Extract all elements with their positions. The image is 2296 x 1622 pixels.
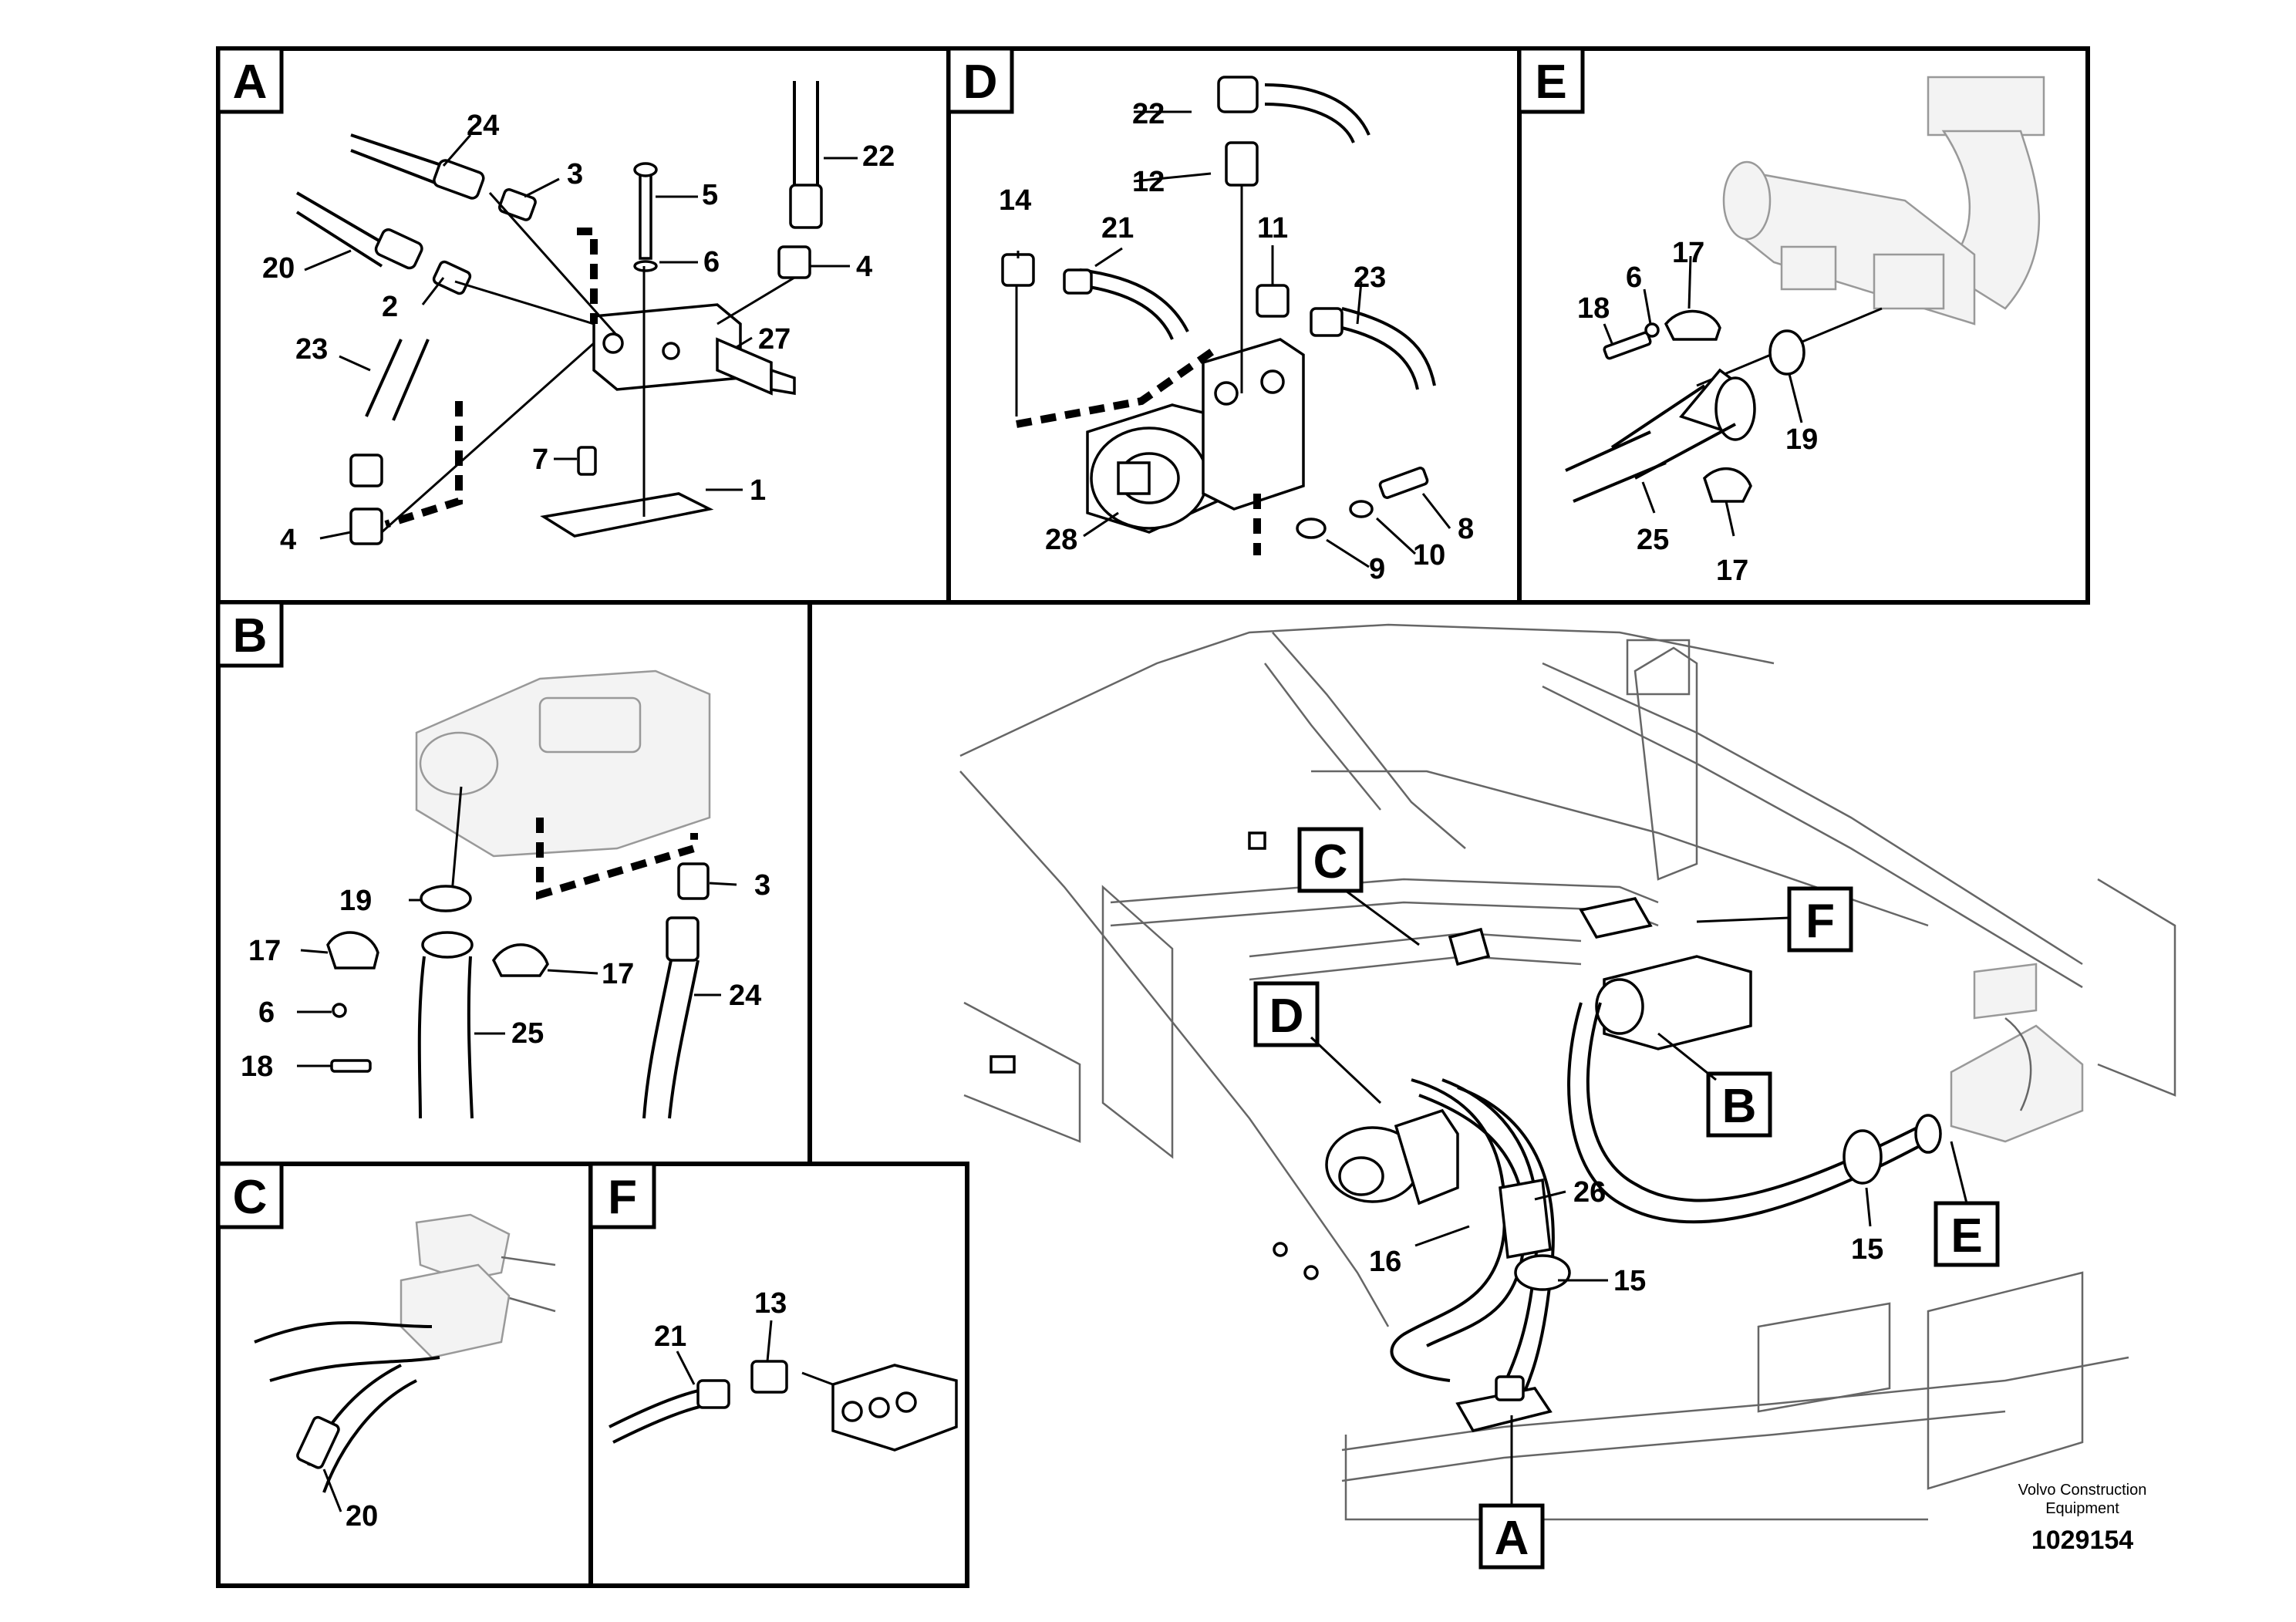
panel-f-callouts: 13 21 [654, 1287, 787, 1353]
panel-e-tag: E [1517, 46, 1585, 114]
panel-a-tag: A [216, 46, 284, 114]
callout-label: 25 [511, 1017, 544, 1050]
panel-f-frame [588, 1162, 969, 1588]
main-marker-e: E [1934, 1141, 2000, 1267]
svg-text:B: B [1722, 1080, 1757, 1133]
svg-text:D: D [963, 56, 998, 109]
callout-label: 17 [1716, 555, 1748, 587]
company-name-line2: Equipment [2045, 1500, 2119, 1517]
main-marker-b: B [1657, 1032, 1772, 1138]
callout-label: 3 [567, 158, 583, 191]
callout-label: 24 [729, 980, 761, 1012]
callout-label: 10 [1413, 539, 1445, 572]
callout-label: 22 [1132, 98, 1165, 130]
svg-text:E: E [1950, 1209, 1982, 1263]
panel-d-frame [946, 46, 1522, 605]
main-marker-d: D [1253, 981, 1382, 1104]
callout-label: 21 [1101, 212, 1134, 244]
svg-text:A: A [1495, 1512, 1529, 1565]
callout-label: 18 [241, 1050, 273, 1083]
main-assembly-drawing [959, 623, 2176, 1521]
svg-text:F: F [608, 1171, 637, 1224]
svg-text:D: D [1269, 990, 1304, 1043]
panel-e-callouts: 17 6 18 19 25 17 [1577, 237, 1818, 587]
panel-f-tag: F [588, 1162, 656, 1229]
callout-label: 6 [258, 996, 275, 1029]
panel-d-callouts: 22 12 14 21 11 23 28 8 9 10 [999, 98, 1474, 585]
callout-label: 7 [532, 443, 548, 476]
callout-label: 25 [1637, 524, 1669, 556]
callout-label: 27 [758, 323, 791, 356]
svg-text:A: A [233, 56, 268, 109]
main-marker-c: C [1297, 827, 1420, 946]
panel-e-frame [1517, 46, 2090, 605]
panel-c-drawing [254, 1213, 556, 1512]
panel-b-callouts: 19 3 17 17 24 6 25 18 [241, 869, 770, 1083]
callout-label: 18 [1577, 292, 1610, 325]
callout-label: 13 [754, 1287, 787, 1320]
callout-label: 28 [1045, 524, 1077, 556]
svg-text:C: C [1313, 835, 1348, 889]
callout-label: 11 [1257, 212, 1288, 244]
callout-label: 6 [1626, 261, 1642, 294]
callout-label: 12 [1132, 166, 1165, 198]
panel-d-drawing [1001, 76, 1451, 568]
callout-label: 15 [1851, 1233, 1883, 1266]
callout-label: 3 [754, 869, 770, 902]
panel-c-callouts: 20 [346, 1500, 378, 1533]
panel-d-tag: D [946, 46, 1014, 114]
callout-label: 23 [295, 333, 328, 366]
callout-label: 4 [280, 524, 296, 556]
callout-label: 20 [346, 1500, 378, 1533]
callout-label: 8 [1458, 513, 1474, 545]
callout-label: 4 [856, 251, 872, 283]
callout-label: 9 [1369, 553, 1385, 585]
callout-label: 26 [1573, 1176, 1606, 1209]
callout-label: 22 [862, 140, 895, 173]
company-name-line1: Volvo Construction [2018, 1482, 2147, 1499]
panel-a-drawing [295, 81, 858, 545]
panel-c-tag: C [216, 1162, 284, 1229]
panel-f-drawing [609, 1320, 958, 1452]
callout-label: 14 [999, 184, 1031, 217]
callout-label: 1 [750, 474, 766, 507]
callout-label: 17 [602, 958, 634, 990]
callout-label: 19 [1785, 423, 1818, 456]
callout-label: 17 [1672, 237, 1704, 269]
svg-text:C: C [233, 1171, 268, 1224]
title-block: Volvo Construction Equipment 1029154 [2018, 1482, 2147, 1555]
callout-label: 15 [1613, 1265, 1646, 1297]
main-callouts: 26 16 15 15 [1369, 1176, 1883, 1297]
callout-label: 24 [467, 110, 499, 142]
panel-b-tag: B [216, 600, 284, 668]
panel-e-drawing [1565, 76, 2045, 537]
callout-label: 23 [1354, 261, 1386, 294]
callout-label: 21 [654, 1320, 686, 1353]
callout-label: 17 [248, 935, 281, 967]
drawing-number: 1029154 [2031, 1526, 2133, 1555]
callout-label: 6 [703, 246, 720, 278]
svg-text:F: F [1805, 895, 1835, 948]
callout-label: 19 [339, 885, 372, 917]
main-marker-f: F [1696, 886, 1853, 953]
panel-a-callouts: 24 3 5 22 20 6 4 2 27 23 7 1 4 [262, 110, 895, 556]
callout-label: 5 [702, 179, 718, 211]
svg-text:B: B [233, 609, 268, 663]
svg-text:E: E [1535, 56, 1566, 109]
panel-b-drawing [297, 669, 737, 1119]
main-marker-a: A [1478, 1415, 1545, 1570]
callout-label: 20 [262, 252, 295, 285]
callout-label: 16 [1369, 1246, 1401, 1278]
callout-label: 2 [382, 291, 398, 323]
